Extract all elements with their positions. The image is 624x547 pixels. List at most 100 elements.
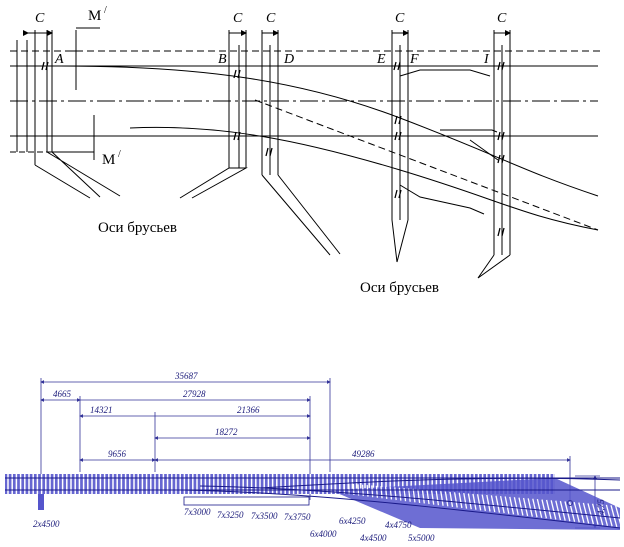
tie-separator-diverging: [564, 501, 571, 522]
dim-9656: 9656: [108, 449, 127, 459]
tie-separator-diverging: [426, 489, 430, 505]
leader-left: [34, 151, 121, 199]
tie-separator-diverging: [417, 489, 421, 503]
dim-27928: 27928: [183, 389, 206, 399]
tie-separator-diverging: [601, 504, 609, 526]
tie-separator-diverging: [555, 500, 562, 521]
tie-separator-diverging: [463, 492, 468, 509]
leader-mid: [179, 167, 248, 199]
frog-piece-3: [399, 184, 485, 215]
dim-4665: 4665: [53, 389, 72, 399]
point-label-b: B: [218, 52, 227, 67]
axes-label-left: Оси брусьев: [98, 220, 177, 236]
tie-separator-diverging: [495, 495, 501, 513]
dim-4-75: 4,75: [596, 499, 606, 515]
diverging-rail-2: [129, 126, 599, 231]
beam-label-4x4750: 4x4750: [385, 520, 412, 530]
tie-separator-diverging: [504, 496, 510, 514]
tie-separator-diverging: [513, 497, 519, 516]
tie-separator-diverging: [384, 486, 388, 499]
beam-label-7x3000: 7x3000: [184, 507, 211, 517]
tie-separator-diverging: [527, 498, 533, 517]
tie-separator-diverging: [421, 489, 425, 504]
m-label-top: M: [88, 8, 101, 24]
tie-separator-diverging: [532, 498, 538, 518]
tie-separator-diverging: [440, 491, 444, 506]
tie-separator-diverging: [490, 495, 496, 513]
tie-separator-diverging: [453, 492, 458, 508]
point-label-i: I: [483, 52, 490, 67]
c-label-2: C: [233, 11, 243, 26]
rail-ticks: [41, 61, 505, 237]
leader-ef: [391, 219, 409, 263]
beam-label-7x3250: 7x3250: [217, 510, 244, 520]
tie-separator-diverging: [472, 493, 477, 510]
tie-separator-diverging: [467, 493, 472, 510]
axes-label-right: Оси брусьев: [360, 280, 439, 296]
tie-separator-diverging: [380, 486, 383, 499]
tie-separator-diverging: [430, 490, 435, 505]
frog-piece-4: [469, 139, 499, 161]
frog-piece-1: [399, 69, 491, 77]
m-prime-top: /: [104, 5, 107, 16]
m-label-bottom: M: [102, 152, 115, 168]
tie-separator-diverging: [578, 502, 585, 524]
tie-separator-diverging: [499, 495, 505, 514]
c-label-4: C: [395, 11, 405, 26]
tie-separator-diverging: [605, 504, 613, 527]
dim-14321: 14321: [90, 405, 113, 415]
tie-separator-diverging: [573, 502, 580, 523]
m-prime-bottom: /: [118, 149, 121, 160]
beam-label-6x4000: 6x4000: [310, 529, 337, 539]
tie-separator-diverging: [522, 497, 529, 517]
tie-separator-diverging: [476, 494, 482, 511]
bottom-diagram: [5, 378, 623, 530]
point-label-a: A: [54, 52, 64, 67]
c-label-5: C: [497, 11, 507, 26]
dim-35687: 35687: [174, 371, 198, 381]
tie-separator-diverging: [541, 499, 548, 519]
tie-separator-diverging: [536, 499, 543, 518]
tie-separator-diverging: [449, 491, 454, 508]
tie-separator-diverging: [444, 491, 449, 507]
tie-separator-diverging: [486, 494, 491, 512]
leader-d: [261, 174, 341, 256]
dim-21366: 21366: [237, 405, 260, 415]
dim-49286: 49286: [352, 449, 375, 459]
tie-separator-diverging: [509, 496, 515, 515]
tie-separator-diverging: [518, 497, 524, 516]
tie-separator-diverging: [481, 494, 486, 512]
tie-separator-diverging: [587, 503, 594, 525]
point-label-f: F: [409, 52, 419, 67]
tie-separator-diverging: [435, 490, 440, 506]
tie-separator-diverging: [407, 488, 411, 502]
top-diagram: [10, 27, 600, 279]
tie-separator-diverging: [559, 500, 566, 521]
tie-separator-diverging: [394, 487, 397, 501]
tie-separator-diverging: [550, 500, 557, 520]
tie-separator-diverging: [614, 505, 623, 528]
tie-separator-diverging: [545, 499, 552, 520]
tie-separator-diverging: [582, 502, 590, 524]
c-label-1: C: [35, 11, 45, 26]
tie-separator-diverging: [591, 503, 599, 525]
beam-label-6x4250: 6x4250: [339, 516, 366, 526]
frog-piece-2: [440, 129, 498, 133]
tie-separator-diverging: [412, 488, 416, 503]
point-label-e: E: [376, 52, 386, 67]
beam-label-5x5000: 5x5000: [408, 533, 435, 543]
beam-label-7x3750: 7x3750: [284, 512, 311, 522]
diverging-dashed: [254, 99, 599, 231]
dim-18272: 18272: [215, 427, 238, 437]
leader-i: [477, 254, 511, 279]
beam-label-4x4500: 4x4500: [360, 533, 387, 543]
tie-separator-diverging: [458, 492, 463, 509]
tie-separator-diverging: [596, 503, 604, 526]
beam-label-7x3500: 7x3500: [251, 511, 278, 521]
tie-separator-diverging: [375, 485, 379, 498]
beam-label-2x4500: 2x4500: [33, 519, 60, 529]
point-label-d: D: [283, 52, 294, 67]
tie-separator-diverging: [371, 485, 374, 498]
tie-separator-diverging: [610, 505, 618, 528]
